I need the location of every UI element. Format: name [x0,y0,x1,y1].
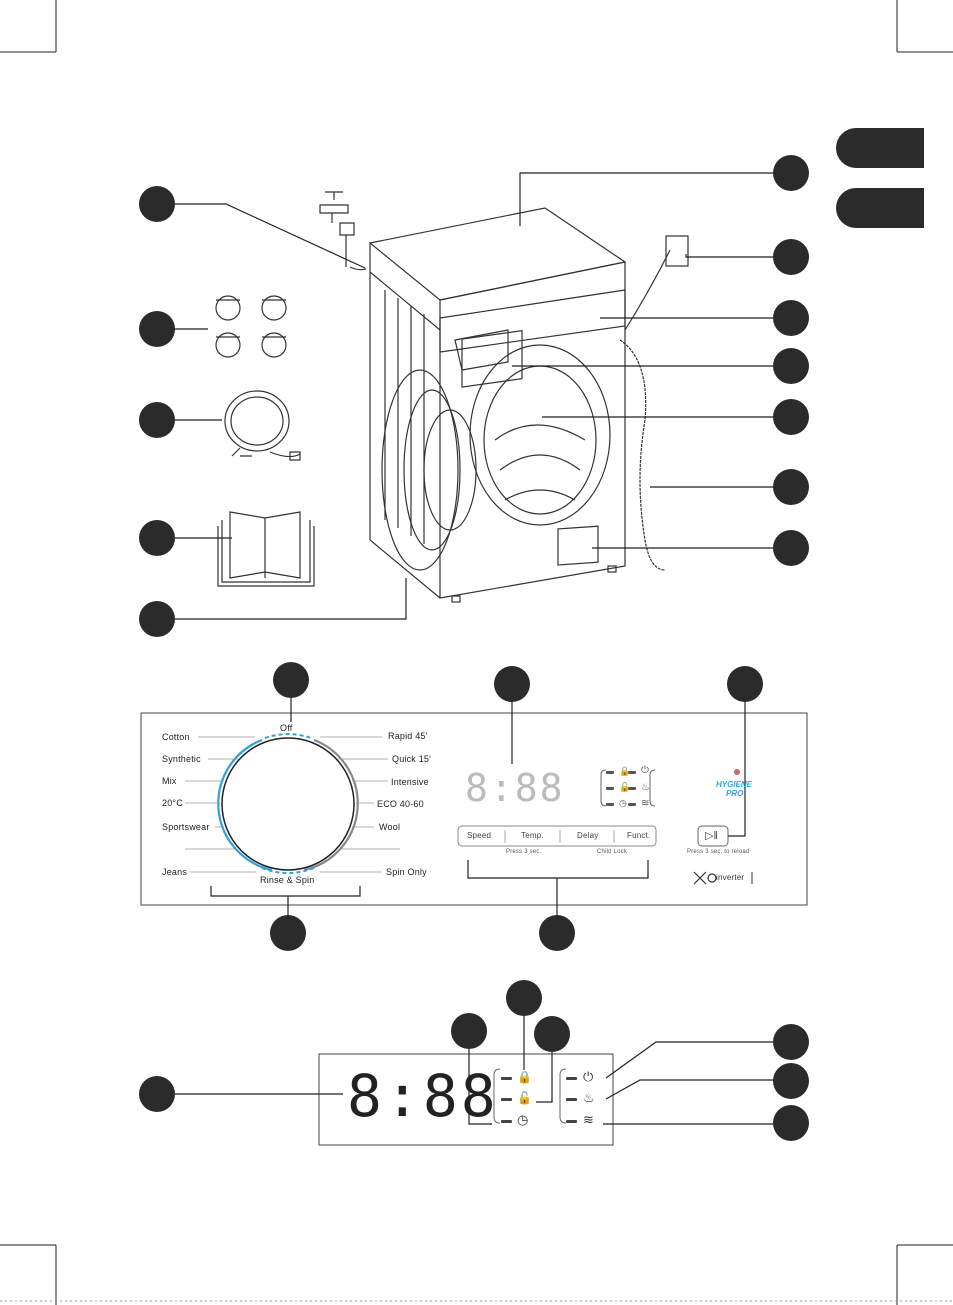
power-icon: ⏻ [583,1069,593,1085]
callout-marker [451,1013,487,1049]
callout-marker [773,1024,809,1060]
callout-marker [773,1105,809,1141]
callout-marker [506,980,542,1016]
rinse-icon: ≋ [583,1112,594,1128]
display-detail-digits: 8:88 [347,1066,499,1126]
wash-icon: ♨ [583,1090,595,1106]
lock-icon: 🔒 [517,1070,532,1084]
callout-marker [534,1016,570,1052]
callout-marker [139,1076,175,1112]
unlock-icon: 🔓 [517,1091,532,1105]
callout-marker [773,1063,809,1099]
clock-icon: ◷ [517,1112,528,1128]
